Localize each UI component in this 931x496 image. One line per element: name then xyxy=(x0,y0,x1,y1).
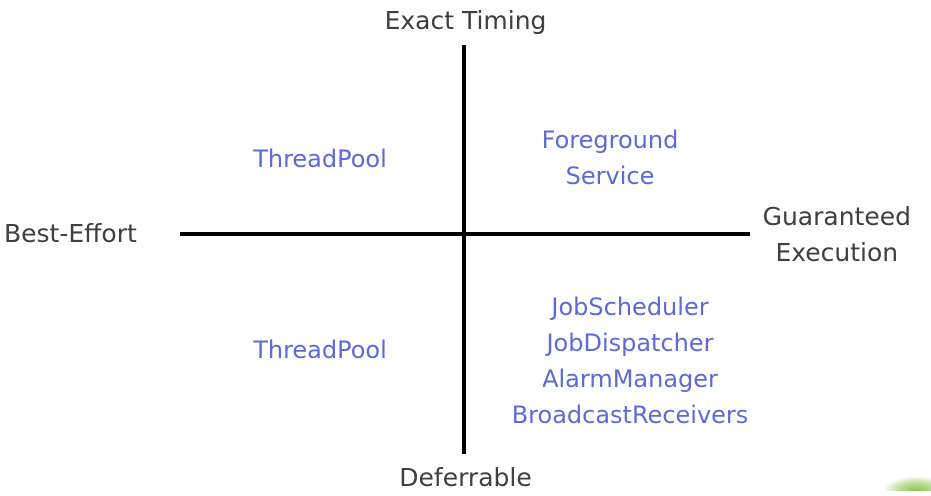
quadrant-item: Service xyxy=(565,162,655,190)
quadrant-item: AlarmManager xyxy=(542,365,718,393)
quadrant-top-left: ThreadPool xyxy=(200,141,440,177)
horizontal-axis-line xyxy=(180,232,750,236)
quadrant-bottom-left: ThreadPool xyxy=(200,332,440,368)
axis-label-bottom: Deferrable xyxy=(399,463,532,492)
quadrant-item: JobScheduler xyxy=(551,293,709,321)
quadrant-top-right: Foreground Service xyxy=(490,122,730,194)
vertical-axis-line xyxy=(462,45,466,454)
quadrant-item: JobDispatcher xyxy=(546,329,714,357)
axis-label-right: Guaranteed Execution xyxy=(763,199,911,271)
quadrant-item: BroadcastReceivers xyxy=(511,401,749,429)
quadrant-item: ThreadPool xyxy=(253,336,387,364)
axis-label-top: Exact Timing xyxy=(384,6,547,35)
axis-label-right-line: Execution xyxy=(775,238,899,267)
axis-label-left: Best-Effort xyxy=(4,219,137,248)
quadrant-item: Foreground xyxy=(541,126,679,154)
axis-label-right-line: Guaranteed xyxy=(762,202,911,231)
quadrant-bottom-right: JobScheduler JobDispatcher AlarmManager … xyxy=(480,289,780,433)
quadrant-item: ThreadPool xyxy=(253,145,387,173)
corner-decoration xyxy=(885,477,931,491)
